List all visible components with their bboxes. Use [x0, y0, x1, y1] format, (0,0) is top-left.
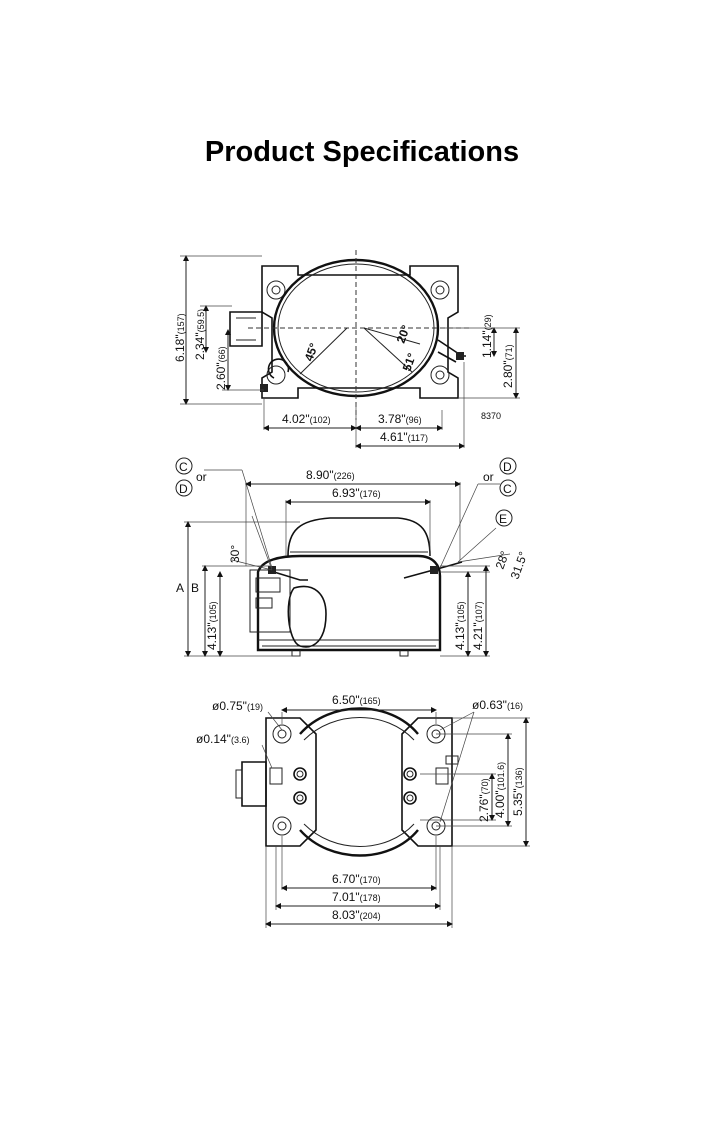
dim-276: 2.76"(70)	[477, 778, 491, 822]
page-title: Product Specifications	[204, 136, 520, 168]
dim-421: 4.21"(107)	[471, 601, 485, 650]
label-d-right: D	[503, 460, 512, 474]
dim-413-left: 4.13"(105)	[205, 601, 219, 650]
dim-890: 8.90"(226)	[306, 468, 355, 482]
dim-234: 2.34"(59.5)	[193, 309, 207, 360]
dim-670: 6.70"(170)	[332, 872, 381, 886]
dim-075: ø0.75"(19)	[212, 699, 263, 713]
label-d-left: D	[179, 482, 188, 496]
dim-114: 1.14"(29)	[480, 314, 494, 358]
angle-28: 28°	[493, 549, 512, 571]
dim-693: 6.93"(176)	[332, 486, 381, 500]
label-or-right: or	[483, 470, 494, 484]
dim-618: 6.18"(157)	[173, 313, 187, 362]
angle-45: 45°	[302, 341, 321, 363]
dim-413-right: 4.13"(105)	[453, 601, 467, 650]
label-b: B	[191, 581, 199, 595]
base-view: ø0.75"(19) ø0.14"(3.6) ø0.63"(16) 6.50"(…	[196, 693, 530, 928]
label-e: E	[499, 512, 507, 526]
angle-51: 51°	[400, 351, 419, 373]
dim-803: 8.03"(204)	[332, 908, 381, 922]
dim-461: 4.61"(117)	[380, 430, 428, 444]
label-a: A	[176, 581, 184, 595]
dim-378: 3.78"(96)	[378, 412, 422, 426]
top-view: 6.18"(157) 2.34"(59.5) 2.60"(66) 1.14"(2…	[173, 250, 520, 449]
dim-260: 2.60"(66)	[214, 346, 228, 390]
drawing-ref: 8370	[481, 411, 501, 421]
label-c-right: C	[503, 482, 512, 496]
dim-650: 6.50"(165)	[332, 693, 381, 707]
angle-30: 30°	[228, 545, 242, 563]
dim-400: 4.00"(101.6)	[493, 762, 507, 818]
dim-014: ø0.14"(3.6)	[196, 732, 249, 746]
side-view: C D or D C or E 8.90"(226) 6.93"(176) 30…	[175, 457, 531, 657]
label-or-left: or	[196, 470, 207, 484]
dim-535: 5.35"(136)	[511, 767, 525, 816]
angle-20: 20°	[394, 323, 413, 345]
label-c-left: C	[179, 460, 188, 474]
dim-280: 2.80"(71)	[501, 344, 515, 388]
dim-701: 7.01"(178)	[332, 890, 381, 904]
dim-402: 4.02"(102)	[282, 412, 331, 426]
dim-063: ø0.63"(16)	[472, 698, 523, 712]
